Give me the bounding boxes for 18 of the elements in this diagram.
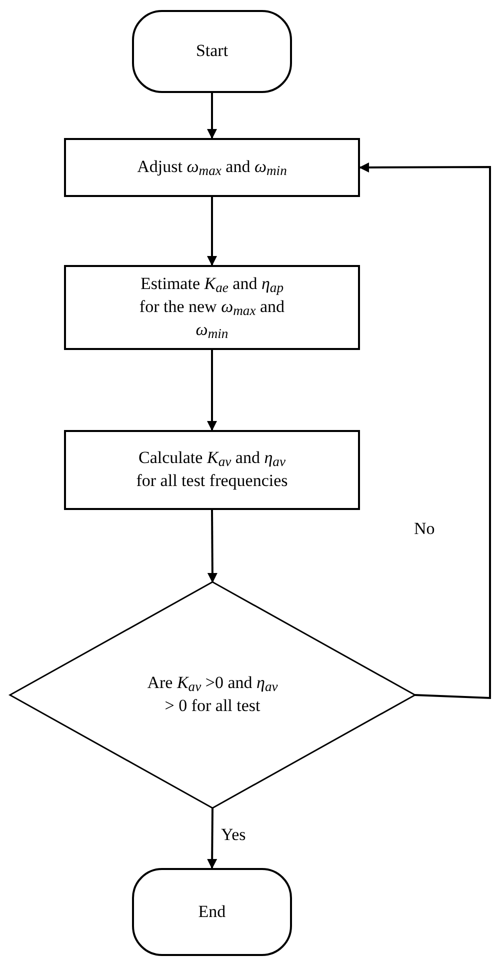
node-label: Estimate K$_{ae}$ and η$_{ap}$ for the new ω$_{max}$ and ω$_{min}$ bbox=[138, 273, 286, 342]
process-box bbox=[64, 265, 360, 350]
arrow bbox=[207, 93, 217, 139]
terminal-box bbox=[132, 10, 292, 93]
node-label: Are K$_{av}$ >0 and η$_{av}$ > 0 for all test bbox=[146, 672, 279, 717]
arrow bbox=[207, 808, 218, 869]
node-label: Calculate K$_{av}$ and η$_{av}$ for all test frequencies bbox=[136, 447, 288, 492]
arrow bbox=[207, 510, 218, 583]
decision-diamond bbox=[10, 582, 415, 808]
arrow bbox=[359, 162, 491, 700]
arrow bbox=[207, 197, 217, 266]
terminal-box bbox=[132, 868, 292, 956]
node-label: Adjust ω$_{max}$ and ω$_{min}$ bbox=[137, 156, 287, 179]
arrow bbox=[207, 350, 217, 431]
process-box bbox=[64, 430, 360, 510]
node-label: End bbox=[198, 900, 226, 923]
node-label: Start bbox=[196, 40, 228, 62]
process-box bbox=[64, 138, 360, 197]
